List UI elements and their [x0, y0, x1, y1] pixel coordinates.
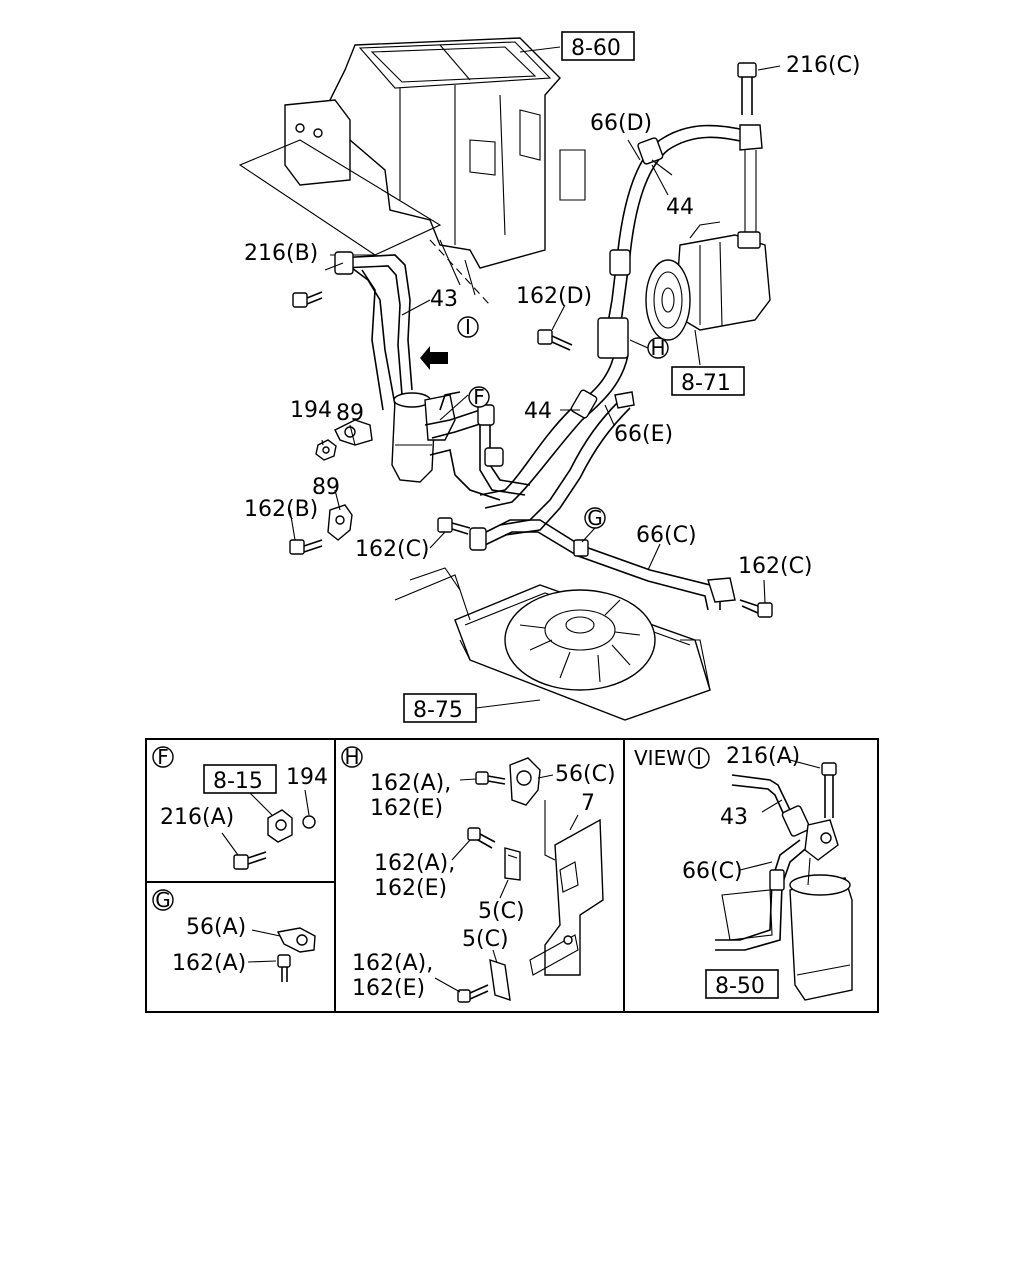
label-194-f: 194 [286, 765, 328, 790]
ref-8-75[interactable]: 8-75 [413, 698, 463, 723]
label-162b: 162(B) [244, 497, 318, 522]
label-7: 7 [581, 791, 595, 816]
label-162a-h1: 162(A), [370, 771, 451, 796]
hose-66d [604, 124, 763, 346]
ref-box-8-60 [561, 31, 635, 61]
ref-8-60[interactable]: 8-60 [571, 36, 621, 61]
ref-box-8-71 [671, 366, 745, 396]
hose-66e [479, 317, 635, 536]
label-44-upper: 44 [666, 195, 694, 220]
drier-pipes [424, 391, 531, 501]
label-162a-g: 162(A) [172, 951, 246, 976]
view-i: VIEW I 216(A) 43 66(C) 8-50 [634, 744, 853, 1001]
bolt-216b [292, 291, 323, 308]
label-162e-h1: 162(E) [370, 796, 443, 821]
bolt-216c [737, 62, 757, 115]
label-43-view: 43 [720, 805, 748, 830]
receiver-drier [391, 392, 456, 483]
label-162a-h2: 162(A), [374, 851, 455, 876]
bolt-162c-right [739, 599, 773, 618]
marker-g: G [587, 506, 603, 530]
label-66c-view: 66(C) [682, 859, 743, 884]
detail-panels-frame [145, 738, 879, 1013]
detail-f: F 8-15 194 216(A) [152, 745, 328, 870]
marker-i: I [465, 315, 471, 339]
label-66c: 66(C) [636, 523, 697, 548]
detail-g-marker: G [155, 888, 171, 912]
ref-box-8-75 [403, 693, 477, 723]
label-43: 43 [430, 287, 458, 312]
condenser-fan [394, 567, 711, 721]
marker-i-circle [457, 316, 479, 338]
detail-g: G 56(A) 162(A) [152, 888, 316, 982]
pipe-66c [469, 519, 736, 611]
label-216a-f: 216(A) [160, 805, 234, 830]
label-5c-1: 5(C) [478, 899, 525, 924]
label-56c: 56(C) [555, 762, 616, 787]
detail-h: H 162(A), 162(E) 56(C) 7 162(A), 162(E) … [341, 745, 616, 1003]
bolt-162b [289, 539, 323, 555]
hvac-unit [238, 37, 586, 306]
leader-lines [289, 46, 781, 709]
marker-h-circle [647, 337, 669, 359]
label-216b: 216(B) [244, 241, 318, 266]
label-162e-h2: 162(E) [374, 876, 447, 901]
detail-h-marker: H [344, 745, 359, 769]
marker-h: H [650, 336, 665, 360]
label-162c-right: 162(C) [738, 554, 813, 579]
label-66d: 66(D) [590, 111, 652, 136]
detail-f-marker: F [157, 745, 169, 769]
clamp-89-lower [327, 504, 353, 541]
clamp-89-upper [334, 419, 373, 446]
label-89-lower: 89 [312, 475, 340, 500]
label-162d: 162(D) [516, 284, 592, 309]
nut-194 [315, 439, 337, 461]
label-216c: 216(C) [786, 53, 861, 78]
view-arrow-icon [420, 346, 448, 370]
marker-g-circle [584, 507, 606, 529]
view-i-marker: I [696, 746, 702, 770]
bolt-162c-left [437, 517, 471, 535]
label-44-lower: 44 [524, 399, 552, 424]
label-56a: 56(A) [186, 915, 246, 940]
view-i-word: VIEW [634, 746, 686, 770]
compressor [645, 150, 771, 341]
ref-box-8-50 [705, 969, 779, 999]
label-89-upper: 89 [336, 401, 364, 426]
label-5c-2: 5(C) [462, 927, 509, 952]
marker-f-circle [468, 386, 490, 408]
ref-8-71[interactable]: 8-71 [681, 371, 731, 396]
ref-8-50[interactable]: 8-50 [715, 974, 765, 999]
ref-8-15[interactable]: 8-15 [213, 769, 263, 794]
marker-f: F [473, 385, 485, 409]
label-194: 194 [290, 398, 332, 423]
label-66e: 66(E) [614, 422, 673, 447]
label-162a-h3: 162(A), [352, 951, 433, 976]
label-216a-view: 216(A) [726, 744, 800, 769]
bolt-162d [537, 329, 573, 351]
label-162e-h3: 162(E) [352, 976, 425, 1001]
label-162c-left: 162(C) [355, 537, 430, 562]
pipe-43 [334, 251, 413, 411]
ref-box-8-15 [203, 764, 277, 794]
